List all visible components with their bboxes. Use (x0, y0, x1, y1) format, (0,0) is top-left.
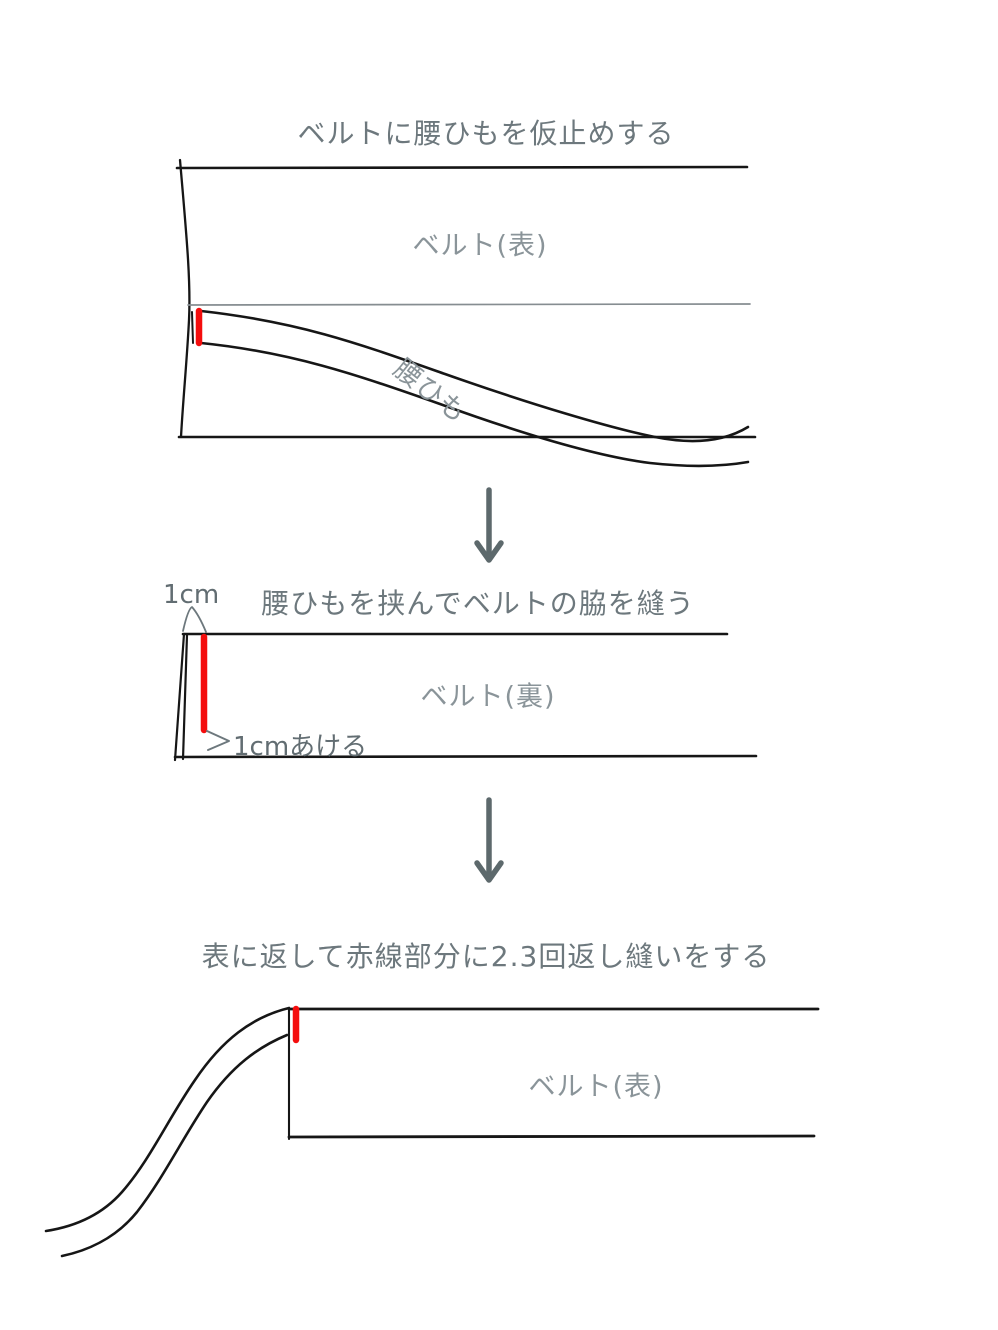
down-arrow-head (474, 860, 504, 883)
step1-belt-left-edge (178, 158, 191, 439)
down-arrow-icon (474, 487, 504, 563)
step1-title: ベルトに腰ひもを仮止めする (297, 117, 675, 150)
step3-title: 表に返して赤線部分に2.3回返し縫いをする (201, 940, 771, 973)
step2-1cm-pointer (182, 606, 207, 633)
down-arrow-head (474, 540, 504, 563)
step3-belt-diagram (44, 1005, 820, 1258)
step1-belt-diagram (175, 158, 757, 468)
step2-opening-pointer (206, 730, 230, 751)
step2-measure-bottom-label: 1cmあける (233, 732, 368, 762)
step2-belt-left-edge-inner (181, 633, 189, 761)
step1-fold-line (187, 303, 751, 306)
step1-tie-bottom-curve (199, 341, 750, 468)
step1-tie-top-curve (199, 309, 750, 443)
step2-title: 腰ひもを挟んでベルトの脇を縫う (261, 587, 695, 620)
step1-belt-top-edge (175, 165, 749, 170)
down-arrow-icon (474, 797, 504, 883)
step2-belt-label: ベルト(裏) (420, 681, 556, 713)
step2-belt-diagram (173, 606, 758, 762)
step3-tie-top-curve (44, 1006, 291, 1233)
step1-belt-label: ベルト(表) (412, 230, 548, 262)
step3-belt-label: ベルト(表) (528, 1071, 664, 1103)
step2-belt-left-edge-outer (173, 632, 186, 762)
step1-tie-end-edge (191, 311, 194, 344)
step3-belt-bottom-edge (287, 1134, 816, 1139)
step2-belt-bottom-edge (173, 754, 758, 759)
step3-tie-bottom-curve (60, 1033, 289, 1258)
step2-measure-top-label: 1cm (163, 580, 220, 610)
